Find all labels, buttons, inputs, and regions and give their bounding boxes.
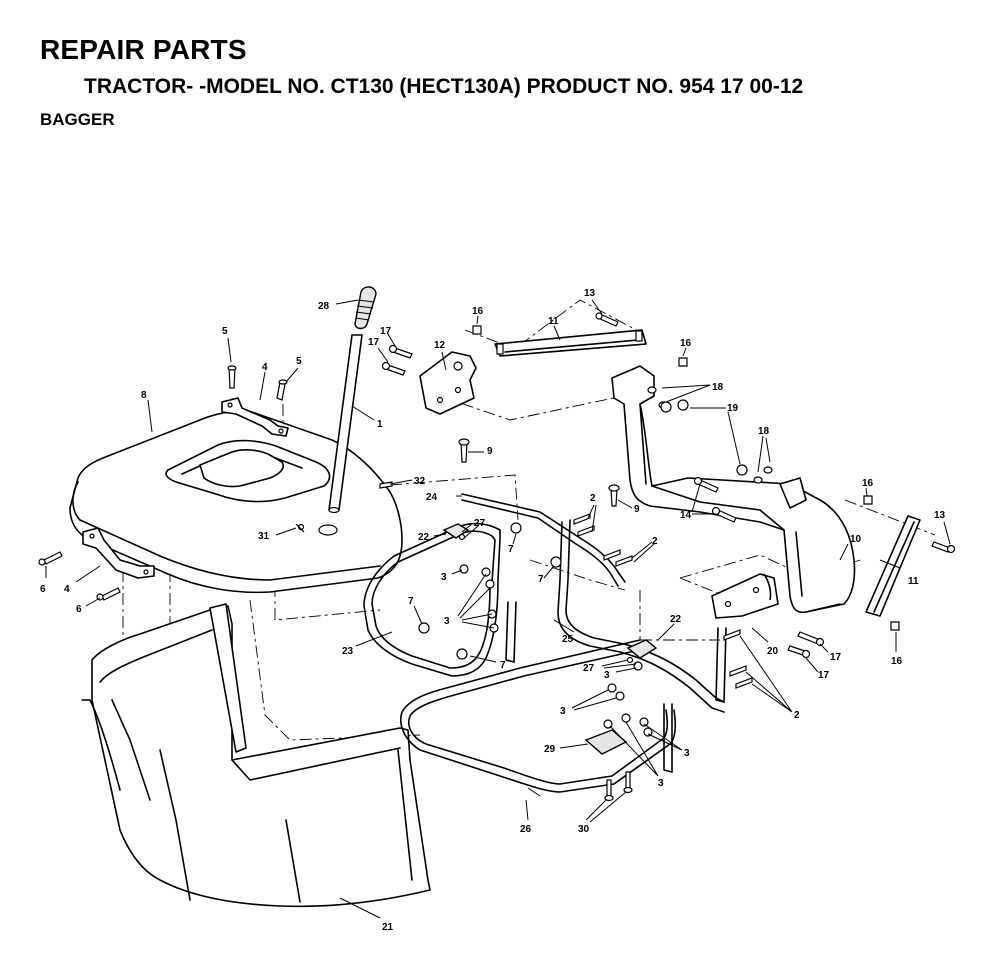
callout-5: 5 <box>222 326 228 337</box>
part-29-plate <box>584 729 628 755</box>
part-28-handle-grip <box>354 286 377 330</box>
callout-23: 23 <box>342 646 354 657</box>
callout-4: 4 <box>262 362 268 373</box>
part-8-bagger-cover <box>69 410 403 594</box>
callout-13: 13 <box>934 510 946 521</box>
callout-5: 5 <box>296 356 302 367</box>
callout-7: 7 <box>408 596 414 607</box>
callout-13: 13 <box>584 288 596 299</box>
callout-24: 24 <box>426 492 438 503</box>
page-title: REPAIR PARTS <box>40 34 247 65</box>
part-21-grass-bag <box>81 603 431 908</box>
callout-10: 10 <box>850 534 862 545</box>
callout-21: 21 <box>382 922 394 933</box>
hardware-fasteners <box>38 312 956 802</box>
section-title: BAGGER <box>40 110 115 129</box>
callout-3: 3 <box>604 670 610 681</box>
callout-18: 18 <box>758 426 770 437</box>
callout-2: 2 <box>794 710 800 721</box>
callout-6: 6 <box>76 604 82 615</box>
callout-16: 16 <box>472 306 484 317</box>
callout-7: 7 <box>500 660 506 671</box>
callout-16: 16 <box>680 338 692 349</box>
part-1-handle-rod <box>328 334 363 514</box>
callout-2: 2 <box>652 536 658 547</box>
callout-11: 11 <box>908 576 919 587</box>
part-26-lower-frame <box>400 639 676 793</box>
callout-1: 1 <box>377 419 383 430</box>
callout-3: 3 <box>441 572 447 583</box>
callout-11: 11 <box>548 316 559 327</box>
callout-labels: 28 5 4 5 17 17 12 16 11 13 16 18 19 18 8… <box>40 288 946 933</box>
callout-12: 12 <box>434 340 446 351</box>
part-22-plate-lower <box>626 639 658 659</box>
callout-16: 16 <box>862 478 874 489</box>
part-10-mounting-arm <box>611 365 856 614</box>
callout-4: 4 <box>64 584 70 595</box>
callout-27: 27 <box>474 518 486 529</box>
callout-3: 3 <box>658 778 664 789</box>
callout-2: 2 <box>590 493 596 504</box>
part-20-bracket <box>711 573 779 619</box>
callout-16: 16 <box>891 656 903 667</box>
part-22-plate-upper <box>442 523 470 539</box>
leader-lines <box>45 299 951 919</box>
callout-25: 25 <box>562 634 574 645</box>
callout-14: 14 <box>680 510 692 521</box>
callout-27: 27 <box>583 663 595 674</box>
callout-7: 7 <box>538 574 544 585</box>
model-line: TRACTOR- -MODEL NO. CT130 (HECT130A) PRO… <box>84 75 804 98</box>
callout-9: 9 <box>634 504 640 515</box>
callout-30: 30 <box>578 824 590 835</box>
callout-28: 28 <box>318 301 330 312</box>
callout-20: 20 <box>767 646 779 657</box>
callout-17: 17 <box>830 652 842 663</box>
callout-29: 29 <box>544 744 556 755</box>
part-11-upper-brace <box>494 329 647 357</box>
callout-7: 7 <box>508 544 514 555</box>
part-4-strap-upper <box>221 397 289 437</box>
part-12-bracket <box>419 351 477 415</box>
callout-3: 3 <box>444 616 450 627</box>
callout-26: 26 <box>520 824 532 835</box>
part-24-upper-tube <box>461 493 626 587</box>
callout-22: 22 <box>670 614 682 625</box>
part-11-right-brace <box>865 515 921 617</box>
callout-8: 8 <box>141 390 147 401</box>
callout-17: 17 <box>368 337 380 348</box>
callout-3: 3 <box>684 748 690 759</box>
callout-6: 6 <box>40 584 46 595</box>
callout-3: 3 <box>560 706 566 717</box>
callout-17: 17 <box>380 326 392 337</box>
part-4-strap-lower <box>82 527 155 579</box>
callout-31: 31 <box>258 531 270 542</box>
callout-17: 17 <box>818 670 830 681</box>
callout-9: 9 <box>487 446 493 457</box>
callout-22: 22 <box>418 532 430 543</box>
callout-18: 18 <box>712 382 724 393</box>
callout-19: 19 <box>727 403 739 414</box>
callout-32: 32 <box>414 476 426 487</box>
